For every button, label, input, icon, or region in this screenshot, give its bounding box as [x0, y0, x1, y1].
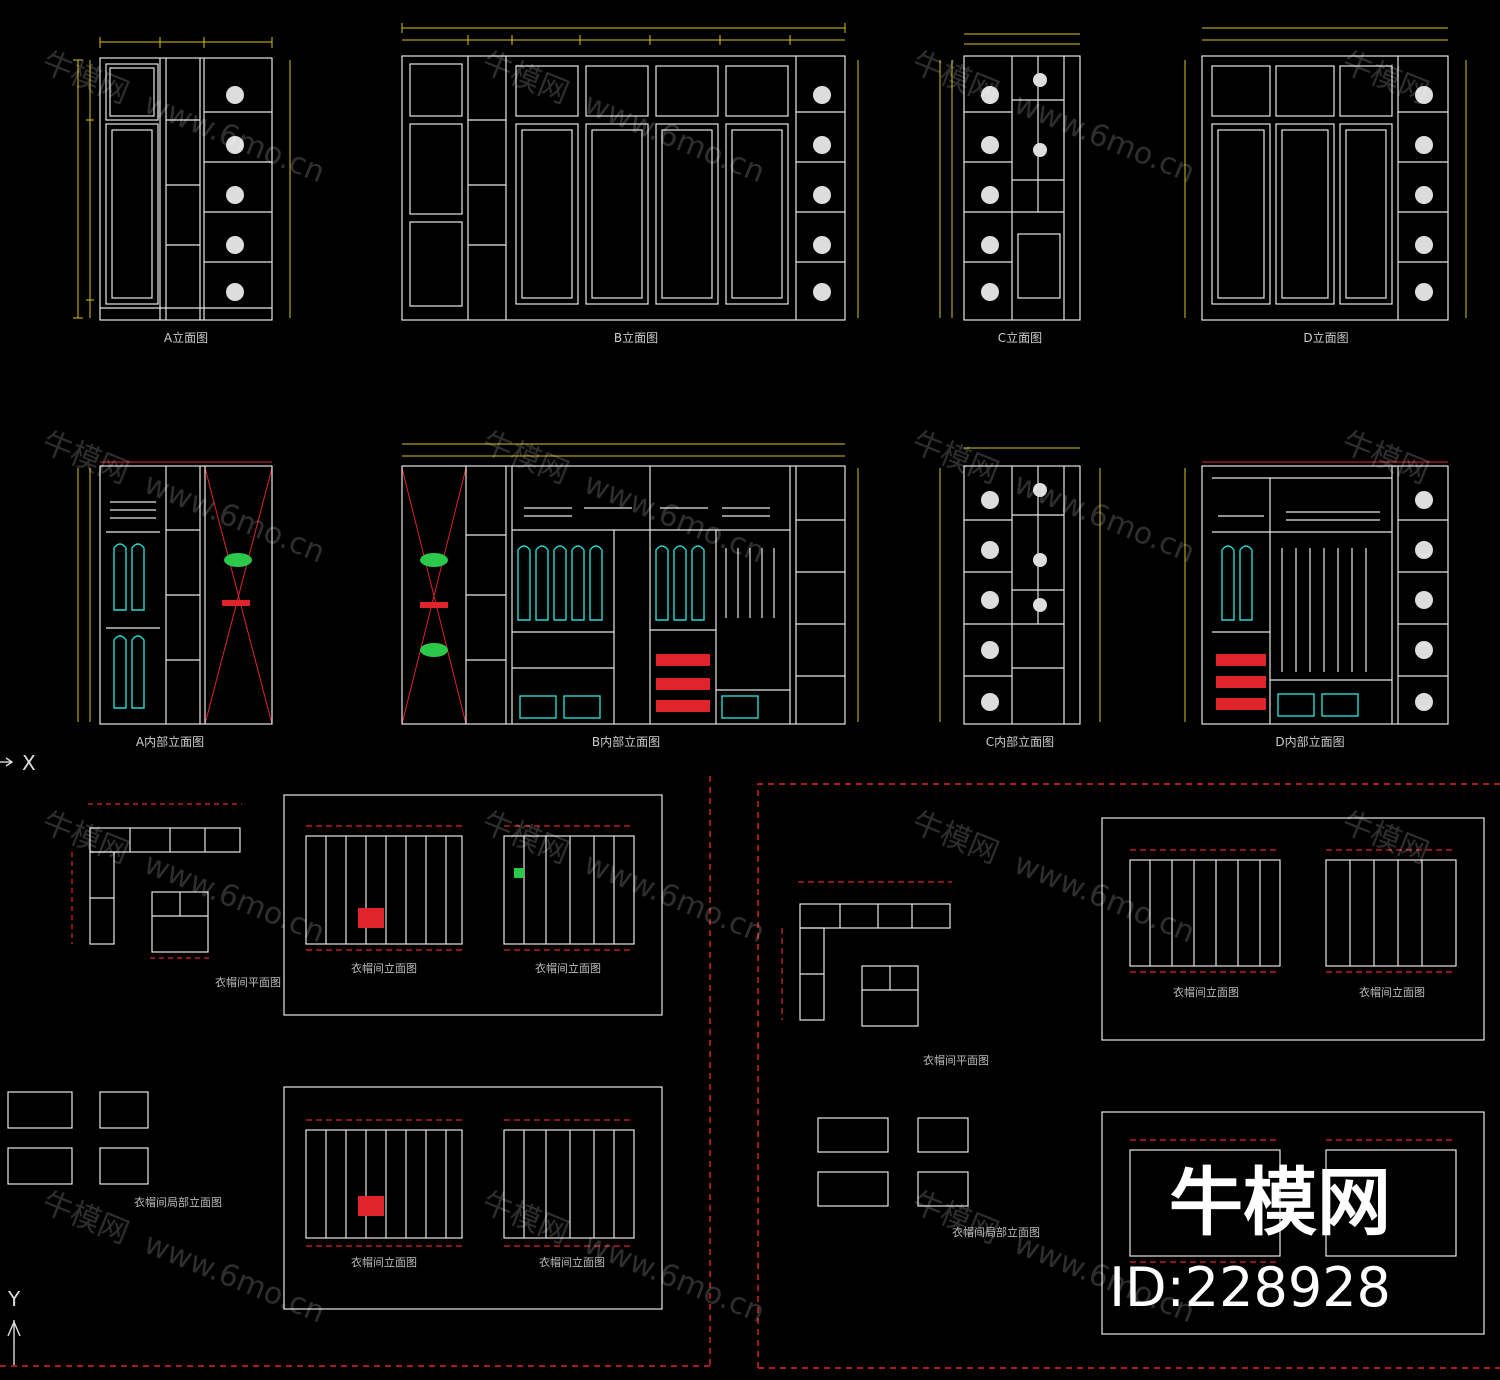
sheet-right-top: 衣帽间平面图 衣帽间立面图 衣帽间立面图	[781, 817, 1485, 1067]
left-top-sheet-label-2: 衣帽间立面图	[535, 961, 601, 975]
interior-elevation-a-label: A内部立面图	[136, 734, 204, 749]
elevation-a: A立面图	[73, 37, 291, 345]
elevation-c: C立面图	[939, 33, 1081, 345]
sheet-left-top: 衣帽间平面图 衣帽间立面图 衣帽间立面图	[71, 794, 663, 1016]
left-bottom-sheet-label-2: 衣帽间立面图	[539, 1255, 605, 1269]
elevation-a-label: A立面图	[164, 330, 208, 345]
ucs-icon: X Y	[0, 751, 36, 1365]
right-top-plan-label: 衣帽间平面图	[923, 1053, 989, 1067]
elevation-d: D立面图	[1184, 27, 1467, 345]
interior-elevation-d: D内部立面图	[1184, 461, 1449, 749]
interior-elevation-b: B内部立面图	[401, 443, 859, 749]
interior-elevation-c: C内部立面图	[939, 447, 1101, 749]
layout-boundaries	[0, 776, 1500, 1369]
elevation-d-label: D立面图	[1303, 330, 1348, 345]
ucs-x-label: X	[22, 751, 36, 775]
interior-elevation-b-label: B内部立面图	[592, 734, 660, 749]
left-top-sheet-label-1: 衣帽间立面图	[351, 961, 417, 975]
ucs-y-label: Y	[7, 1287, 21, 1311]
right-top-sheet-label-2: 衣帽间立面图	[1359, 985, 1425, 999]
right-top-sheet-label-1: 衣帽间立面图	[1173, 985, 1239, 999]
interior-elevation-c-label: C内部立面图	[986, 734, 1054, 749]
left-top-plan-label: 衣帽间平面图	[215, 975, 281, 989]
right-bottom-plan-label: 衣帽间局部立面图	[952, 1225, 1040, 1239]
elevation-c-label: C立面图	[998, 330, 1042, 345]
left-bottom-plan-label: 衣帽间局部立面图	[134, 1195, 222, 1209]
sheet-left-bottom: 衣帽间局部立面图 衣帽间立面图 衣帽间立面图	[7, 1086, 663, 1310]
interior-elevation-d-label: D内部立面图	[1275, 734, 1344, 749]
brand-overlay: 牛模网 ID:228928	[1109, 1160, 1391, 1319]
interior-elevation-a: A内部立面图	[77, 461, 273, 749]
elevation-b: B立面图	[401, 23, 859, 345]
left-bottom-sheet-label-1: 衣帽间立面图	[351, 1255, 417, 1269]
brand-name: 牛模网	[1169, 1160, 1391, 1246]
sheet-right-bottom: 衣帽间局部立面图	[817, 1111, 1485, 1335]
elevation-b-label: B立面图	[614, 330, 658, 345]
brand-id: ID:228928	[1109, 1256, 1391, 1319]
